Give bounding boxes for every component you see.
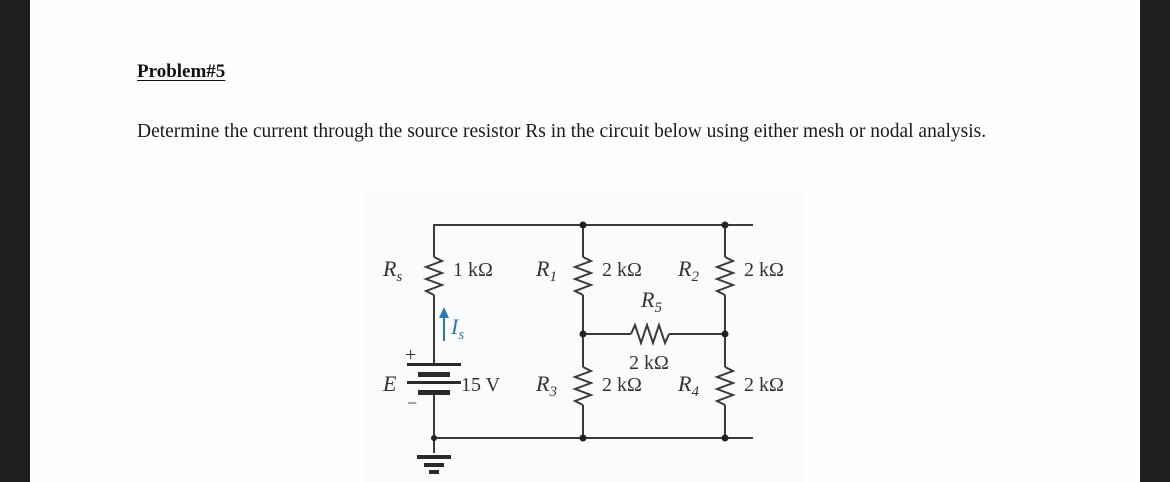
- current-arrow-icon: [439, 307, 449, 341]
- source-label: E: [382, 371, 397, 396]
- r3-value: 2 kΩ: [602, 374, 642, 396]
- r4-value: 2 kΩ: [744, 374, 784, 396]
- r1-value: 2 kΩ: [602, 259, 642, 281]
- node-dot: [579, 330, 587, 338]
- r4-label: R4: [677, 371, 699, 400]
- r2-label: R2: [677, 256, 699, 285]
- problem-statement: Determine the current through the source…: [137, 121, 987, 142]
- r1-label: R1: [535, 256, 557, 285]
- resistor-r2: [714, 256, 736, 296]
- r3-label: R3: [535, 371, 557, 400]
- battery-symbol: [407, 363, 461, 395]
- circuit-diagram: Rs 1 kΩ R1 2 kΩ R2 2 kΩ R5 2 kΩ R3 2 kΩ …: [363, 191, 805, 482]
- battery-plus: +: [405, 344, 416, 366]
- resistor-r1: [572, 256, 594, 296]
- rs-label: Rs: [382, 256, 402, 285]
- node-dot: [721, 434, 729, 442]
- source-value: 15 V: [461, 374, 501, 396]
- resistor-r5: [630, 321, 670, 347]
- r5-label: R5: [640, 287, 662, 316]
- r2-value: 2 kΩ: [744, 259, 784, 281]
- current-label: Is: [450, 314, 464, 343]
- resistor-rs: [423, 256, 445, 296]
- rs-value: 1 kΩ: [453, 259, 493, 281]
- node-dot: [721, 330, 729, 338]
- node-dot: [721, 221, 729, 229]
- node-dot: [579, 434, 587, 442]
- ground-icon: [417, 455, 451, 474]
- battery-minus: −: [407, 393, 417, 413]
- resistor-r3: [572, 366, 594, 406]
- node-dot: [431, 435, 437, 441]
- wire-top: [433, 224, 753, 226]
- node-dot: [579, 221, 587, 229]
- document-page: Problem#5 Determine the current through …: [30, 0, 1140, 482]
- r5-value: 2 kΩ: [629, 352, 669, 374]
- problem-title: Problem#5: [137, 61, 226, 82]
- resistor-r4: [714, 366, 736, 406]
